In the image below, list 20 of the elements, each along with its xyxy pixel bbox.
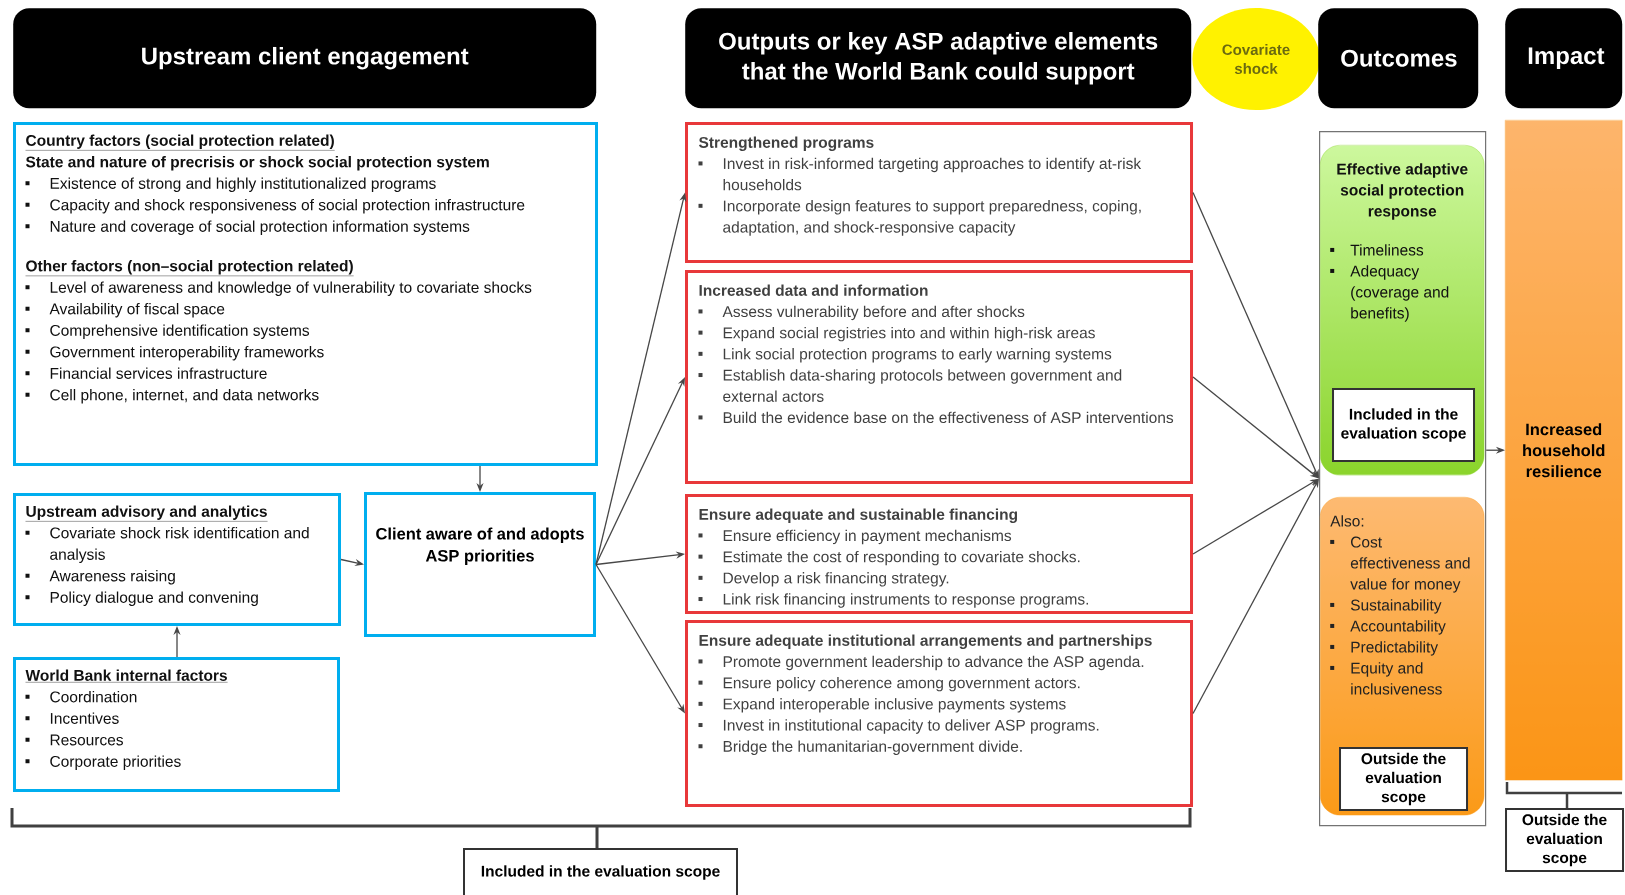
outcome-box: Client aware of and adopts ASP priorities — [364, 492, 596, 637]
output-box: Ensure adequate institutional arrangements and partnerships Promote government leadership to advance the ASP agenda. Ensure policy coherence among government actors. Expand interoperable inclusive payments systems Invest in institutional capacity to deliver ASP programs. Bridge the humanitarian-government divide. — [685, 620, 1193, 807]
outcome-frame — [1319, 131, 1487, 827]
factor-box: Country factors (social protection related) State and nature of precrisis or shock social protection system Existence of strong and highly institutionalized programs Capacity and shock responsiveness of social protection infrastructure Nature and coverage of social protection information systems Other factors (non–social protection related) Level of awareness and knowledge of vulnerability to covariate shocks Availability of fiscal space Comprehensive identification systems Government interoperability frameworks Financial services infrastructure Cell phone, internet, and data networks — [13, 122, 598, 466]
output-box: Strengthened programs Invest in risk-informed targeting approaches to identify at-risk households Incorporate design features to support preparedness, coping, adaptation, and shock-responsive capacity — [685, 122, 1193, 263]
factor-box: World Bank internal factors Coordination Incentives Resources Corporate priorities — [13, 657, 340, 792]
header-box: Outcomes — [1318, 8, 1479, 109]
scope-box: Included in the evaluation scope — [1332, 388, 1475, 462]
scope-box: Outside the evaluation scope — [1339, 747, 1468, 811]
output-box: Increased data and information Assess vulnerability before and after shocks Expand social registries into and within high-risk areas Link social protection programs to early warning systems Establish data-sharing protocols between government and external actors Build the evidence base on the effectiveness of ASP interventions — [685, 270, 1193, 484]
arrow — [1192, 376, 1319, 479]
header-box: Impact — [1505, 8, 1623, 109]
impact-box: Increased household resilience — [1505, 120, 1623, 781]
arrow — [1192, 478, 1319, 555]
output-box: Ensure adequate and sustainable financing Ensure efficiency in payment mechanisms Estimate the cost of responding to covariate shocks. Develop a risk financing strategy. Link risk financing instruments to response programs. — [685, 494, 1193, 614]
scope-box: Outside the evaluation scope — [1505, 808, 1624, 872]
header-box: Outputs or key ASP adaptive elements that the World Bank could support — [685, 8, 1192, 109]
header-box: Upstream client engagement — [13, 8, 597, 109]
factor-box: Upstream advisory and analytics Covariate shock risk identification and analysis Awareness raising Policy dialogue and convening — [13, 493, 341, 626]
scope-box: Included in the evaluation scope — [463, 848, 738, 895]
